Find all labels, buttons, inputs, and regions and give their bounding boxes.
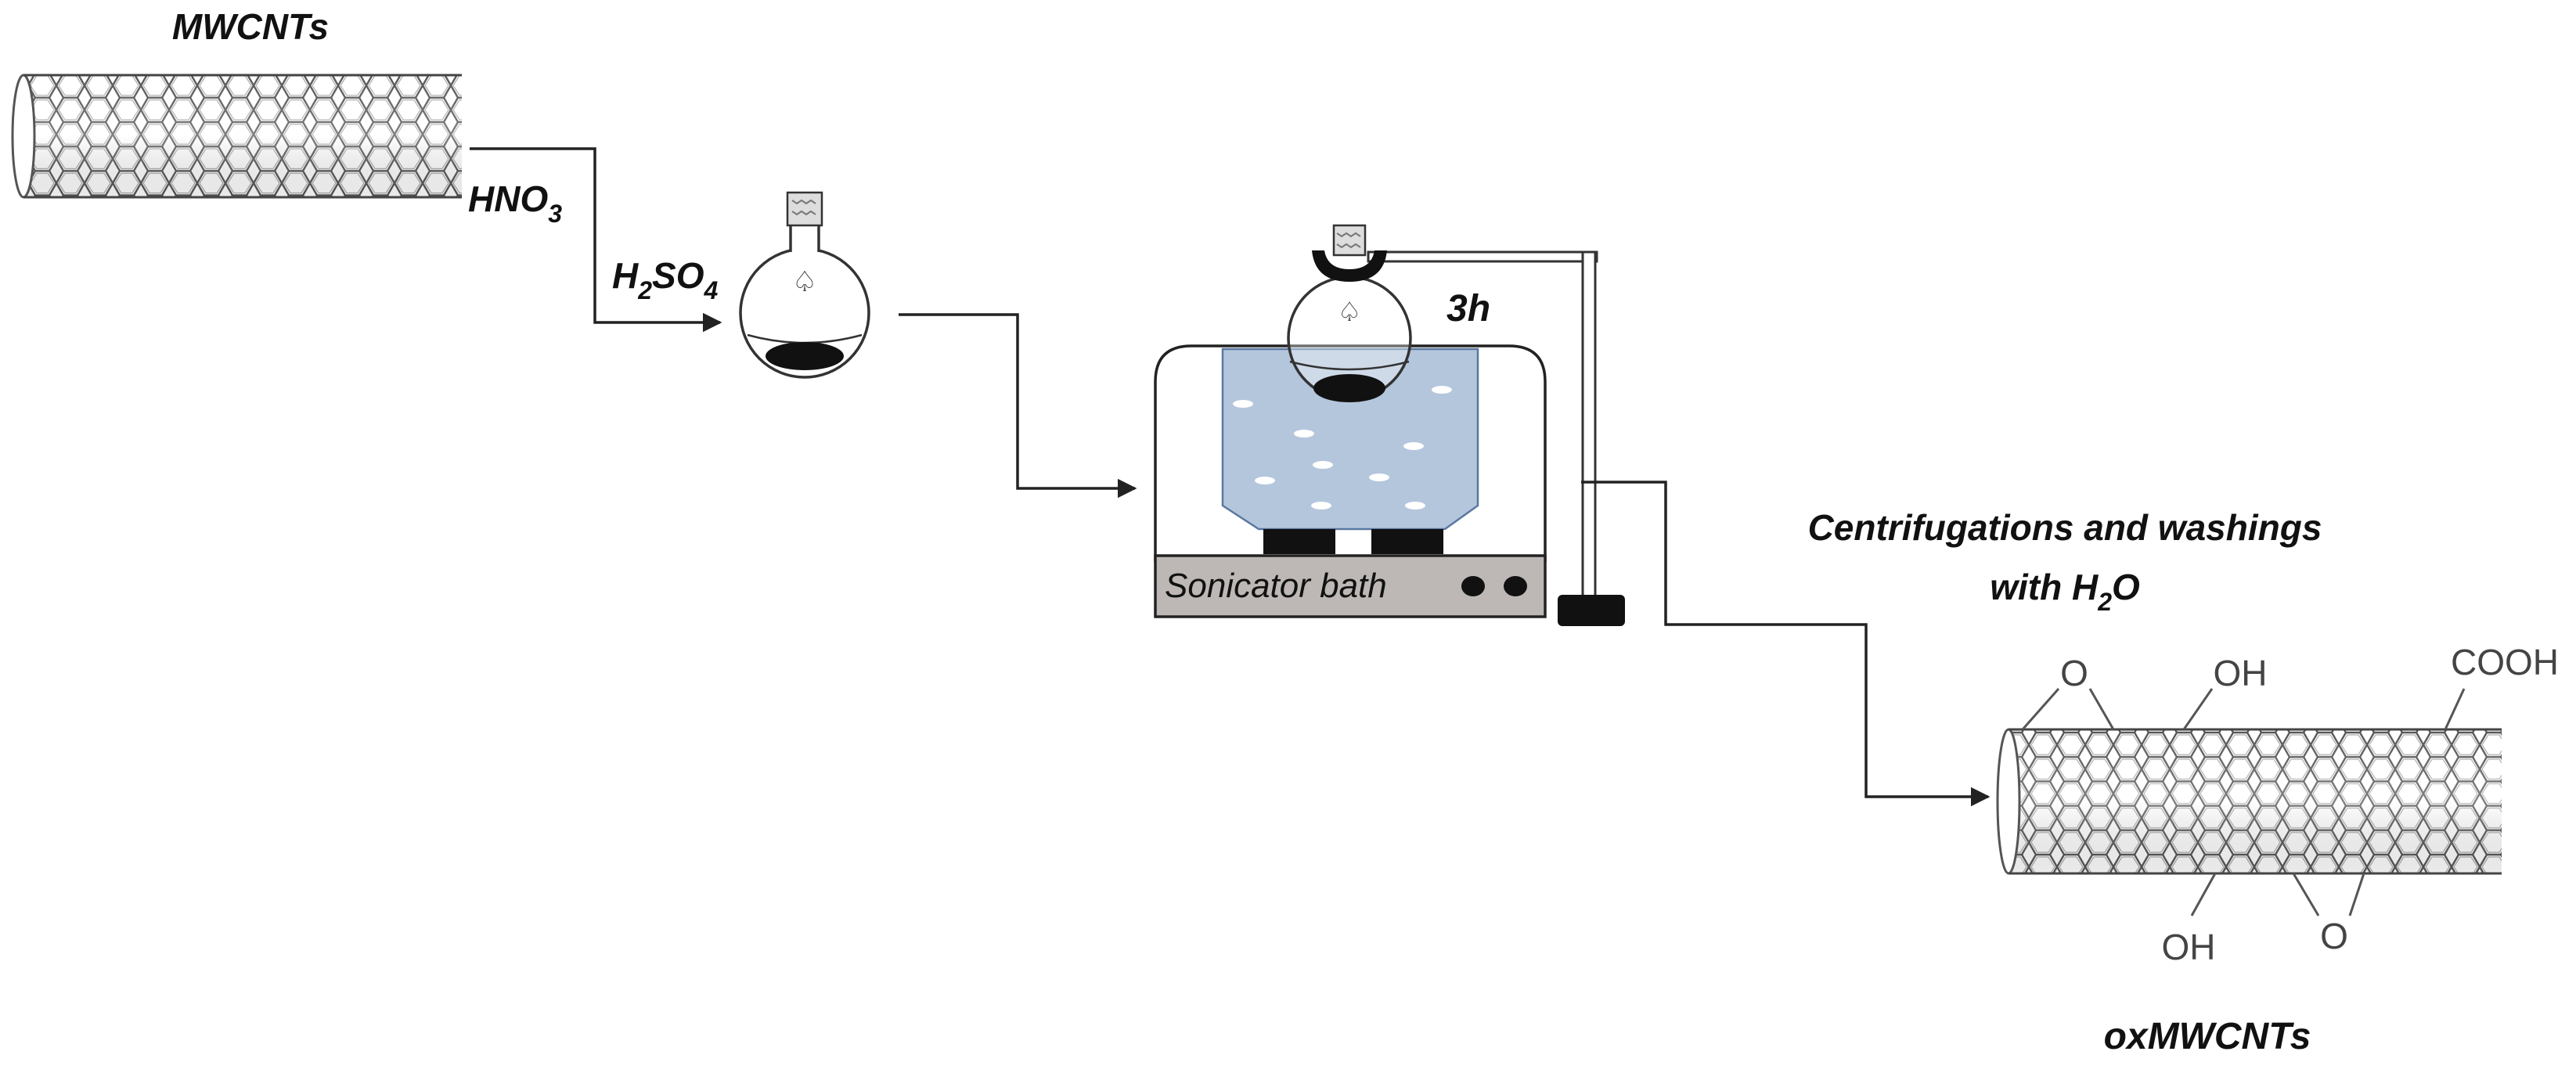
water-basin bbox=[1221, 347, 1479, 531]
round-bottom-flask: ♤ bbox=[739, 191, 870, 379]
product-nanotube bbox=[1996, 728, 2502, 875]
group-hydroxyl-bottom: OH bbox=[2162, 927, 2216, 967]
functional-group-bonds bbox=[2021, 688, 2466, 916]
spade-icon: ♤ bbox=[1338, 297, 1361, 327]
group-carboxyl: COOH bbox=[2451, 642, 2559, 682]
start-nanotube bbox=[11, 74, 462, 199]
arrow-to-flask bbox=[470, 147, 722, 333]
sonicator-label: Sonicator bath bbox=[1165, 567, 1387, 605]
wash-label-line1: Centrifugations and washings bbox=[1808, 507, 2322, 548]
flask-in-bath: ♤ bbox=[1287, 224, 1412, 402]
wash-label-line2: with H2O bbox=[1990, 567, 2140, 616]
group-epoxide-top: O bbox=[2060, 653, 2088, 693]
clamp-stand bbox=[1367, 250, 1625, 626]
product-label: oxMWCNTs bbox=[2104, 1016, 2311, 1057]
acid1-label: HNO3 bbox=[468, 178, 562, 228]
spade-icon: ♤ bbox=[792, 265, 817, 297]
acid2-label: H2SO4 bbox=[612, 255, 719, 304]
sonicator-bath: Sonicator bath bbox=[1154, 344, 1547, 618]
arrow-to-sonicator bbox=[899, 313, 1137, 499]
duration-label: 3h bbox=[1447, 288, 1490, 329]
start-material-label: MWCNTs bbox=[172, 6, 329, 47]
arrow-to-product bbox=[1581, 481, 1991, 807]
group-epoxide-bottom: O bbox=[2320, 916, 2348, 956]
group-hydroxyl-top: OH bbox=[2214, 653, 2268, 693]
